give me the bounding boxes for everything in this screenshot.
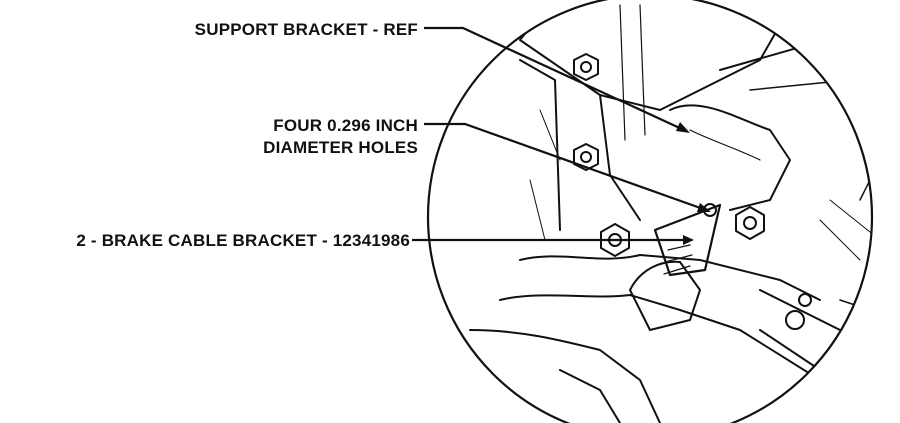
detail-circle — [426, 0, 874, 423]
circle-contents — [469, 0, 872, 423]
leader-diameter-holes — [424, 122, 707, 212]
leader-arrowheads — [676, 122, 711, 245]
bolt-heads — [573, 53, 765, 257]
leader-lines — [412, 26, 707, 242]
callout-diameter-holes: FOUR 0.296 INCH DIAMETER HOLES — [263, 115, 418, 159]
leader-support-bracket — [424, 26, 685, 131]
callout-brake-cable-bracket: 2 - BRAKE CABLE BRACKET - 12341986 — [76, 231, 410, 250]
callout-support-bracket: SUPPORT BRACKET - REF — [194, 20, 418, 39]
callout-holes-line2: DIAMETER HOLES — [263, 138, 418, 157]
callout-holes-line1: FOUR 0.296 INCH — [273, 116, 418, 135]
